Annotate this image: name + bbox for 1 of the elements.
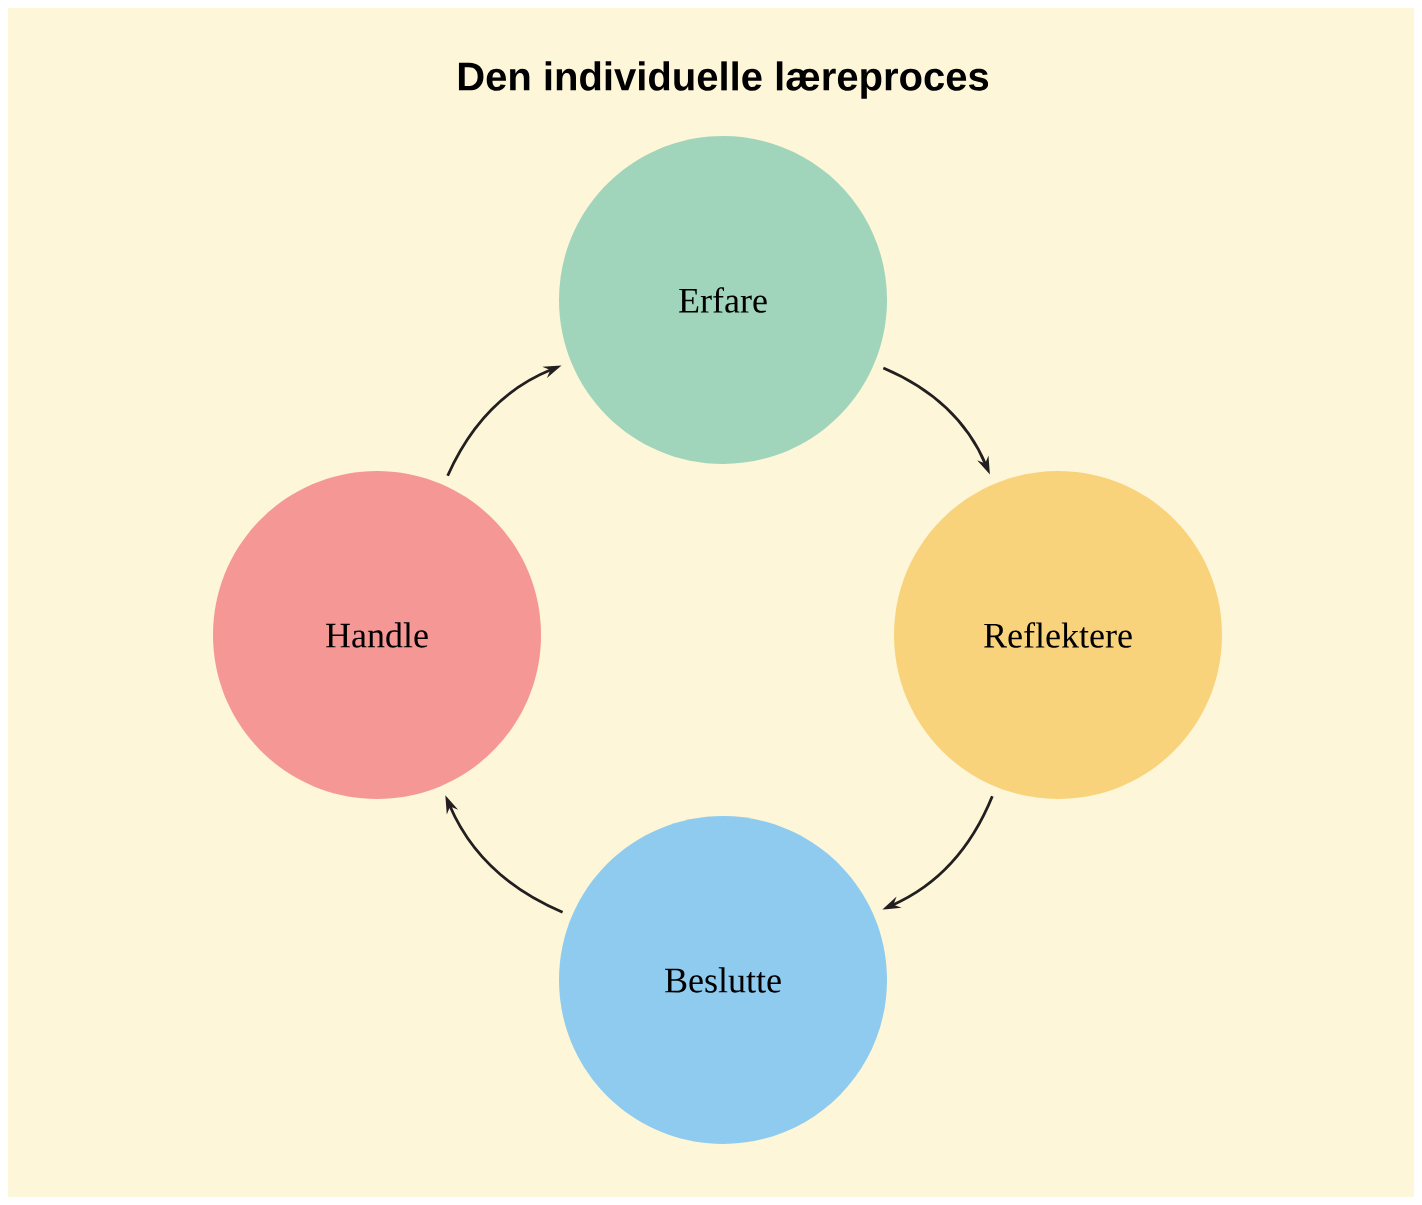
title: Den individuelle læreproces bbox=[458, 61, 989, 99]
